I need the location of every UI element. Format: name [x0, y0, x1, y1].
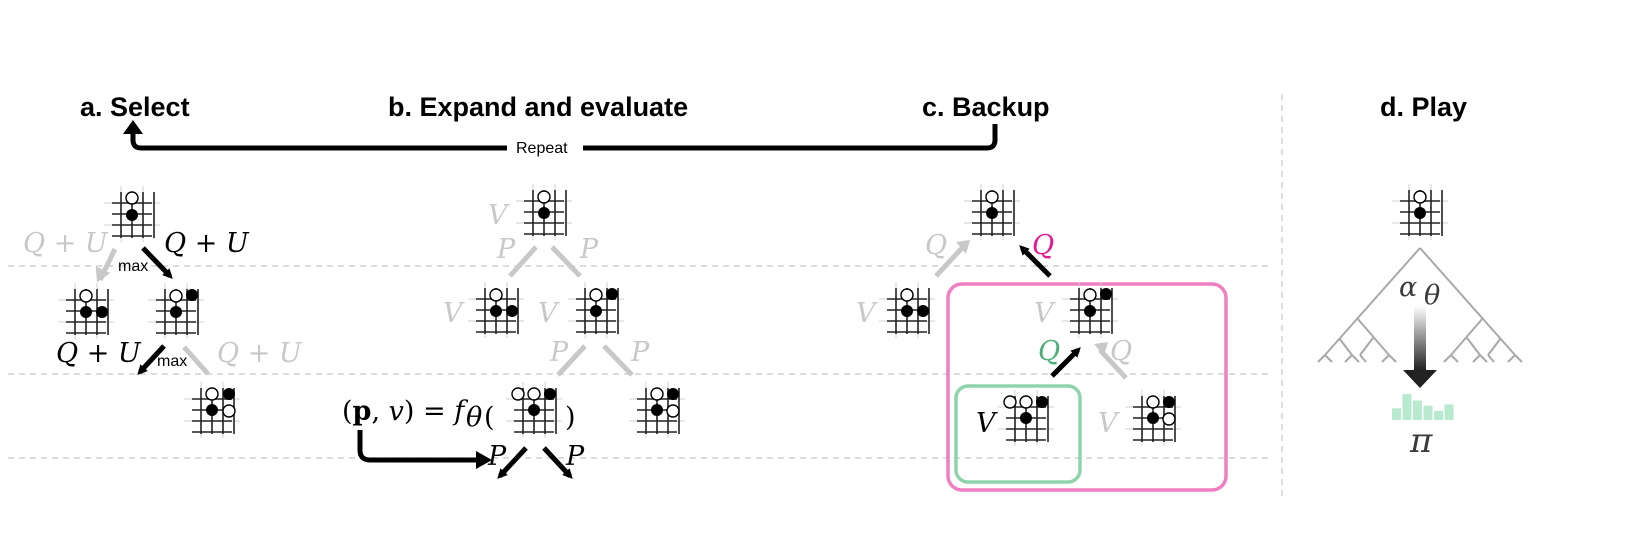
p-label: P: [496, 234, 516, 265]
play-arrow-icon: [1403, 370, 1437, 388]
expand-tree: V P P V V P P (p, v) = f θ ( ): [342, 183, 686, 479]
go-board-icon: [505, 381, 563, 439]
backup-subtree-box: [946, 282, 1228, 492]
go-board-icon: [997, 389, 1055, 447]
p-label: P: [549, 337, 569, 368]
p-label: P: [565, 441, 585, 472]
v-label: V: [856, 298, 878, 329]
go-board-icon: [963, 183, 1021, 241]
paren-right: ): [565, 402, 576, 433]
go-board-icon: [1391, 183, 1449, 241]
repeat-label: Repeat: [516, 140, 568, 157]
p-label: P: [487, 441, 507, 472]
theta-subscript: θ: [466, 402, 482, 433]
header-select: a. Select: [80, 92, 190, 122]
backup-tree: Q Q V V Q Q V V: [856, 183, 1228, 492]
go-board-icon: [515, 183, 573, 241]
select-tree: Q + U Q + U max Q + U Q + U max: [23, 185, 303, 439]
paren-left: (: [484, 402, 495, 433]
q-plus-u-label: Q + U: [164, 228, 250, 259]
policy-bar: [1402, 394, 1412, 420]
pi-label: π: [1409, 421, 1433, 461]
v-label: V: [1098, 408, 1120, 439]
go-board-icon: [147, 282, 205, 340]
q-label-magenta: Q: [1032, 230, 1054, 261]
go-board-icon: [628, 381, 686, 439]
v-label: V: [976, 408, 998, 439]
q-plus-u-label: Q + U: [56, 338, 142, 369]
search-tree-icon: [1317, 247, 1523, 363]
p-label: P: [630, 337, 650, 368]
go-board-icon: [1061, 281, 1119, 339]
go-board-icon: [878, 281, 936, 339]
level-lines: [8, 94, 1283, 500]
repeat-arrow: [123, 120, 998, 151]
max-label: max: [157, 353, 187, 370]
header-expand: b. Expand and evaluate: [388, 92, 688, 122]
q-label: Q: [1110, 336, 1132, 367]
v-label: V: [538, 298, 560, 329]
policy-bars: [1392, 394, 1454, 420]
q-label-green: Q: [1038, 336, 1060, 367]
v-label: V: [488, 200, 510, 231]
alpha-label: α: [1399, 272, 1417, 303]
policy-bar: [1423, 405, 1433, 420]
policy-bar: [1413, 400, 1422, 420]
go-board-icon: [467, 281, 525, 339]
header-backup: c. Backup: [922, 92, 1050, 122]
go-board-icon: [183, 381, 241, 439]
max-label: max: [118, 258, 148, 275]
play-arrow-shaft: [1414, 306, 1426, 370]
go-board-icon: [567, 281, 625, 339]
go-board-icon: [1124, 389, 1182, 447]
p-label: P: [579, 234, 599, 265]
policy-bar: [1444, 404, 1454, 420]
q-plus-u-label: Q + U: [23, 228, 109, 259]
v-label: V: [443, 298, 465, 329]
policy-bar: [1434, 410, 1443, 420]
header-play: d. Play: [1380, 92, 1467, 122]
backup-leaf-box: [954, 384, 1082, 484]
policy-bar: [1392, 408, 1401, 420]
play-tree: α θ π: [1317, 183, 1523, 461]
formula: (p, v) = f: [342, 396, 468, 427]
theta-subscript: θ: [1424, 280, 1440, 311]
go-board-icon: [57, 282, 115, 340]
go-board-icon: [103, 185, 161, 243]
q-label: Q: [925, 230, 947, 261]
q-plus-u-label: Q + U: [217, 338, 303, 369]
v-label: V: [1034, 298, 1056, 329]
